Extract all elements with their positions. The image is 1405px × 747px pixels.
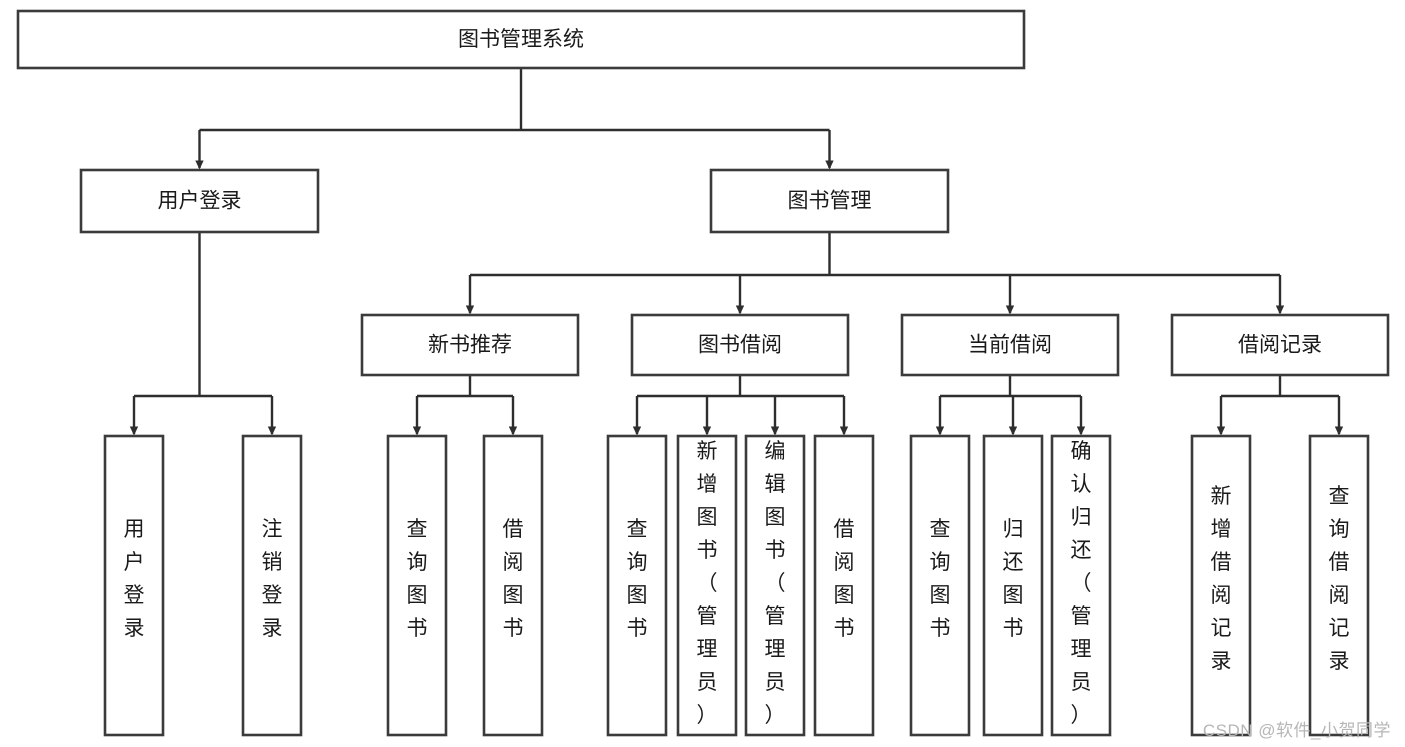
node-label-bb-borrow-book: 借阅图书 [834, 518, 855, 640]
nodes-layer: 图书管理系统用户登录用户登录注销登录图书管理新书推荐查询图书借阅图书图书借阅查询… [16, 9, 1390, 737]
node-box-current-borrow [900, 313, 1120, 377]
node-label-nbr-borrow-book: 借阅图书 [503, 518, 524, 640]
node-label-user-login-do: 用户登录 [124, 518, 145, 640]
node-current-borrow[interactable]: 当前借阅 [900, 313, 1120, 377]
node-label-root: 图书管理系统 [458, 28, 584, 51]
node-box-root [16, 9, 1026, 70]
node-new-book-rec[interactable]: 新书推荐 [360, 313, 580, 377]
node-label-user-logout: 注销登录 [262, 518, 283, 640]
node-root[interactable]: 图书管理系统 [16, 9, 1026, 70]
node-label-borrow-record: 借阅记录 [1238, 334, 1322, 357]
node-label-cb-return-book: 归还图书 [1003, 518, 1024, 640]
node-box-user-logout [241, 434, 303, 737]
node-label-current-borrow: 当前借阅 [968, 334, 1052, 357]
node-user-login-do[interactable]: 用户登录 [103, 434, 165, 737]
node-label-br-query-record: 查询借阅记录 [1329, 485, 1350, 673]
node-bb-query-book[interactable]: 查询图书 [606, 434, 668, 737]
node-label-book-manage: 图书管理 [788, 190, 872, 213]
edges-layer [129, 68, 1344, 436]
node-nbr-borrow-book[interactable]: 借阅图书 [482, 434, 544, 737]
node-label-cb-confirm-return: 确认归还（管理员） [1071, 440, 1092, 727]
node-br-add-record[interactable]: 新增借阅记录 [1190, 434, 1252, 737]
node-book-manage[interactable]: 图书管理 [709, 168, 950, 234]
node-user-logout[interactable]: 注销登录 [241, 434, 303, 737]
node-box-book-borrow [630, 313, 850, 377]
node-label-bb-query-book: 查询图书 [627, 518, 648, 640]
node-box-user-login [79, 168, 320, 234]
node-box-user-login-do [103, 434, 165, 737]
node-label-cb-query-book: 查询图书 [930, 518, 951, 640]
node-label-user-login: 用户登录 [158, 190, 242, 213]
node-box-bb-query-book [606, 434, 668, 737]
node-box-cb-confirm-return [1050, 434, 1112, 737]
node-box-bb-edit-book [744, 434, 806, 737]
node-box-new-book-rec [360, 313, 580, 377]
node-cb-query-book[interactable]: 查询图书 [909, 434, 971, 737]
node-label-book-borrow: 图书借阅 [698, 334, 782, 357]
node-label-new-book-rec: 新书推荐 [428, 334, 512, 357]
node-bb-edit-book[interactable]: 编辑图书（管理员） [744, 434, 806, 737]
node-box-bb-add-book [676, 434, 738, 737]
node-borrow-record[interactable]: 借阅记录 [1170, 313, 1390, 377]
node-box-bb-borrow-book [813, 434, 875, 737]
node-bb-add-book[interactable]: 新增图书（管理员） [676, 434, 738, 737]
node-label-bb-edit-book: 编辑图书（管理员） [765, 440, 786, 727]
watermark-text: CSDN @软件_小贺同学 [1202, 721, 1391, 740]
node-box-book-manage [709, 168, 950, 234]
node-book-borrow[interactable]: 图书借阅 [630, 313, 850, 377]
node-label-nbr-query-book: 查询图书 [407, 518, 428, 640]
node-box-borrow-record [1170, 313, 1390, 377]
node-box-nbr-borrow-book [482, 434, 544, 737]
node-label-br-add-record: 新增借阅记录 [1211, 485, 1232, 673]
node-nbr-query-book[interactable]: 查询图书 [386, 434, 448, 737]
node-box-br-add-record [1190, 434, 1252, 737]
node-label-bb-add-book: 新增图书（管理员） [697, 440, 718, 727]
node-box-br-query-record [1308, 434, 1370, 737]
node-cb-confirm-return[interactable]: 确认归还（管理员） [1050, 434, 1112, 737]
node-bb-borrow-book[interactable]: 借阅图书 [813, 434, 875, 737]
node-cb-return-book[interactable]: 归还图书 [982, 434, 1044, 737]
node-box-cb-return-book [982, 434, 1044, 737]
node-user-login[interactable]: 用户登录 [79, 168, 320, 234]
node-box-nbr-query-book [386, 434, 448, 737]
node-br-query-record[interactable]: 查询借阅记录 [1308, 434, 1370, 737]
node-box-cb-query-book [909, 434, 971, 737]
